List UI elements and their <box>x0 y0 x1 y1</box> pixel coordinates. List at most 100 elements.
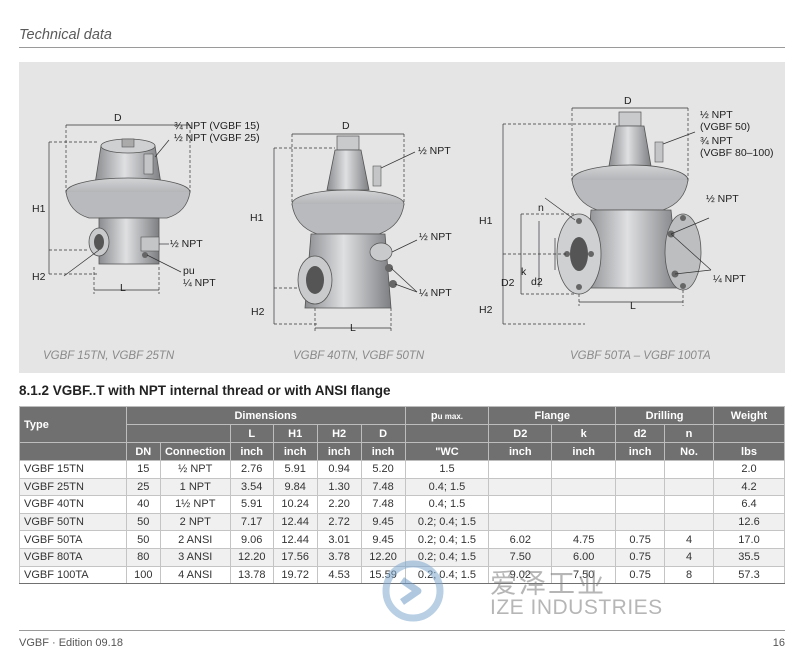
footer-divider <box>19 630 785 631</box>
figure-caption-2: VGBF 40TN, VGBF 50TN <box>293 350 425 362</box>
cell-l: 2.76 <box>229 460 274 479</box>
drawing-vgbf-15tn-25tn: D H1 H2 L ¾ NPT (VGBF 15) ½ NPT (VGBF 25… <box>32 112 260 294</box>
col-header-blank <box>125 424 231 443</box>
unit-header-n: No. <box>664 442 714 461</box>
cell-n: 4 <box>664 530 714 549</box>
cell-d2 <box>488 495 553 514</box>
unit-header-k: inch <box>551 442 617 461</box>
cell-d2b: 0.75 <box>615 565 666 585</box>
cell-d2: 7.50 <box>488 547 553 567</box>
table-header-row-1: Type Dimensions pu max. Flange Drilling … <box>19 406 785 443</box>
unit-header-connection: Connection <box>159 442 231 461</box>
dim-label-h1: H1 <box>32 203 46 215</box>
cell-l: 7.17 <box>229 512 274 532</box>
pu-subscript: u max. <box>437 411 463 421</box>
cell-connection: 4 ANSI <box>159 565 231 585</box>
unit-header-weight: lbs <box>713 442 785 461</box>
cell-dn: 25 <box>125 477 161 497</box>
unit-header-h2: inch <box>316 442 362 461</box>
callout-npt-12: ½ NPT <box>170 238 203 250</box>
dim-label-k: k <box>521 266 527 278</box>
cell-l: 9.06 <box>229 530 274 549</box>
cell-dn: 50 <box>125 530 161 549</box>
cell-pu: 0.4; 1.5 <box>404 477 490 497</box>
cell-type: VGBF 80TA <box>19 547 127 567</box>
cell-d2 <box>488 477 553 497</box>
cell-h2: 1.30 <box>316 477 362 497</box>
cell-h1: 17.56 <box>272 547 318 567</box>
cell-connection: ½ NPT <box>159 460 231 479</box>
dim-label-l: L <box>630 300 636 312</box>
section-heading: 8.1.2 VGBF..T with NPT internal thread o… <box>19 383 391 398</box>
cell-dn: 80 <box>125 547 161 567</box>
dim-label-l: L <box>350 322 356 334</box>
cell-d2b <box>615 460 666 479</box>
unit-header-d: inch <box>360 442 406 461</box>
unit-header-d2: inch <box>488 442 553 461</box>
cell-d2: 6.02 <box>488 530 553 549</box>
cell-pu: 0.2; 0.4; 1.5 <box>404 547 490 567</box>
cell-weight: 17.0 <box>713 530 785 549</box>
header-divider <box>19 47 785 48</box>
cell-d2b <box>615 495 666 514</box>
callout-npt-14: ¼ NPT <box>419 287 452 299</box>
col-header-l: L <box>229 424 274 443</box>
dim-label-h2: H2 <box>251 306 265 318</box>
cell-d2b: 0.75 <box>615 547 666 567</box>
cell-d2b <box>615 512 666 532</box>
cell-dn: 100 <box>125 565 161 585</box>
drawing-vgbf-40tn-50tn: D H1 H2 L ½ NPT ½ NPT ¼ NPT <box>250 120 452 334</box>
callout-pu: pu <box>183 265 195 277</box>
cell-d2b: 0.75 <box>615 530 666 549</box>
col-header-pu-max: pu max. <box>404 406 490 425</box>
col-header-h2: H2 <box>316 424 362 443</box>
callout-npt-12-side: ½ NPT <box>419 231 452 243</box>
cell-dn: 40 <box>125 495 161 514</box>
col-header-weight: Weight <box>713 406 785 425</box>
drawing-vgbf-50ta-100ta: D H1 H2 D2 k d2 n L ½ NPT (VGBF 50) ¾ NP… <box>479 95 774 325</box>
page-number: 16 <box>772 637 785 649</box>
cell-k <box>551 460 617 479</box>
col-header-h1: H1 <box>272 424 318 443</box>
cell-n <box>664 495 714 514</box>
cell-type: VGBF 25TN <box>19 477 127 497</box>
cell-weight: 6.4 <box>713 495 785 514</box>
cell-h1: 10.24 <box>272 495 318 514</box>
callout-npt-34-vgbf80-line2: (VGBF 80–100) <box>700 147 774 159</box>
dim-label-h2: H2 <box>32 271 46 283</box>
cell-n: 8 <box>664 565 714 585</box>
cell-weight: 12.6 <box>713 512 785 532</box>
cell-h2: 2.20 <box>316 495 362 514</box>
unit-header-l: inch <box>229 442 274 461</box>
dim-label-n: n <box>538 202 544 214</box>
cell-d2 <box>488 512 553 532</box>
cell-h1: 19.72 <box>272 565 318 585</box>
cell-n <box>664 512 714 532</box>
figure-panel: D H1 H2 L ¾ NPT (VGBF 15) ½ NPT (VGBF 25… <box>19 62 785 373</box>
cell-h2: 4.53 <box>316 565 362 585</box>
cell-h2: 2.72 <box>316 512 362 532</box>
cell-h2: 3.78 <box>316 547 362 567</box>
col-header-d: D <box>360 424 406 443</box>
cell-l: 5.91 <box>229 495 274 514</box>
cell-k <box>551 512 617 532</box>
cell-weight: 35.5 <box>713 547 785 567</box>
callout-npt-34-vgbf80-line1: ¾ NPT <box>700 135 733 147</box>
cell-pu: 0.2; 0.4; 1.5 <box>404 512 490 532</box>
cell-h2: 3.01 <box>316 530 362 549</box>
cell-d: 9.45 <box>360 530 406 549</box>
cell-k <box>551 495 617 514</box>
cell-type: VGBF 100TA <box>19 565 127 585</box>
col-header-type: Type <box>19 406 127 443</box>
cell-d: 12.20 <box>360 547 406 567</box>
cell-weight: 4.2 <box>713 477 785 497</box>
cell-l: 3.54 <box>229 477 274 497</box>
cell-d: 15.59 <box>360 565 406 585</box>
cell-d2: 9.02 <box>488 565 553 585</box>
dim-label-h2: H2 <box>479 304 493 316</box>
cell-k: 4.75 <box>551 530 617 549</box>
